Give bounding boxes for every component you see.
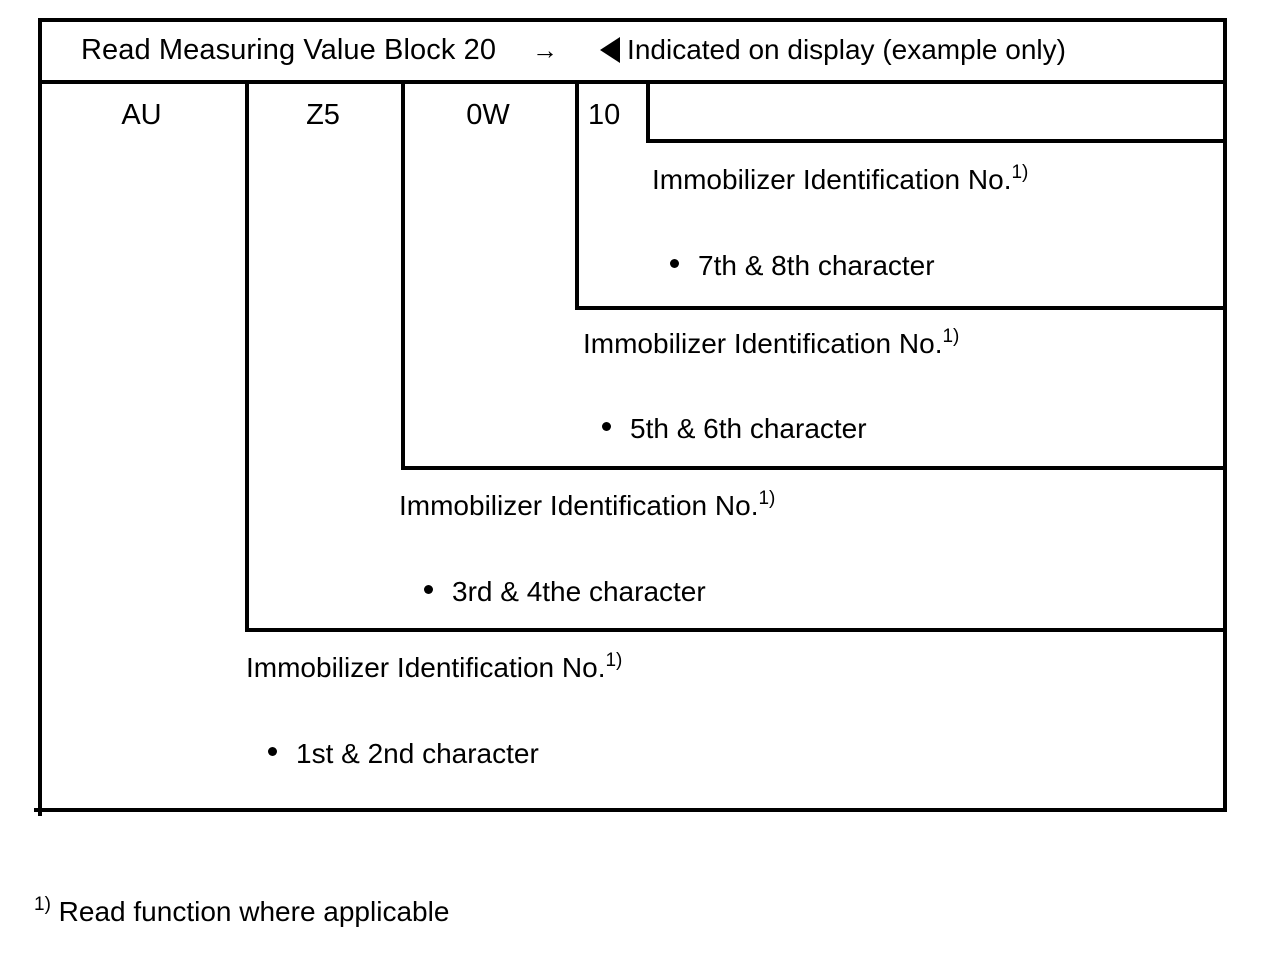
rightwards-arrow-icon: →: [532, 35, 559, 65]
block-2-bottom-border: [401, 466, 1227, 470]
block-1-footnote-marker: 1): [1011, 162, 1029, 183]
block-2-title-text: Immobilizer Identification No.: [583, 328, 943, 359]
header-row-bottom-border: [38, 80, 1227, 84]
staircase-divider-3: [575, 84, 579, 310]
outer-frame-right-edge: [1223, 18, 1227, 812]
left-pointing-triangle-icon: [600, 37, 621, 63]
bullet-dot-icon: [268, 747, 277, 756]
block-1-bullet-item: 7th & 8th character: [670, 250, 935, 282]
block-2-footnote-marker: 1): [942, 326, 960, 347]
bullet-dot-icon: [424, 585, 433, 594]
block-4-footnote-marker: 1): [605, 650, 623, 671]
staircase-divider-2: [401, 84, 405, 470]
block-1-bottom-border: [575, 306, 1227, 310]
code-cell-1: AU: [121, 98, 162, 131]
footnote-marker: 1): [34, 894, 51, 915]
block-3-footnote-marker: 1): [758, 488, 776, 509]
header-row: Read Measuring Value Block 20 → Indicate…: [38, 18, 1227, 82]
code-cell-3: 0W: [466, 98, 510, 131]
block-4-title-text: Immobilizer Identification No.: [246, 652, 606, 683]
block-4-bullet-item: 1st & 2nd character: [268, 738, 539, 770]
block-2-title: Immobilizer Identification No.1): [583, 326, 959, 360]
block-3-bullet-item: 3rd & 4the character: [424, 576, 706, 608]
block-3-title-text: Immobilizer Identification No.: [399, 490, 759, 521]
outer-frame-top-edge: [38, 18, 1227, 22]
block-2-bullet-item: 5th & 6th character: [602, 413, 867, 445]
footnote-text: Read function where applicable: [50, 896, 450, 927]
block-1-title: Immobilizer Identification No.1): [652, 162, 1028, 196]
block-3-title: Immobilizer Identification No.1): [399, 488, 775, 522]
code-cell-4: 10: [588, 98, 621, 131]
block-1-bullet-text: 7th & 8th character: [698, 250, 935, 281]
display-note-label: Indicated on display (example only): [627, 34, 1066, 65]
staircase-divider-1: [245, 84, 249, 632]
outer-frame-left-edge: [38, 18, 42, 816]
block-4-bullet-text: 1st & 2nd character: [296, 738, 539, 769]
block-1-top-border: [646, 139, 1227, 143]
bullet-dot-icon: [602, 422, 611, 431]
staircase-divider-4: [646, 84, 650, 143]
footnote: 1) Read function where applicable: [34, 894, 449, 928]
bullet-dot-icon: [670, 259, 679, 268]
block-1-title-text: Immobilizer Identification No.: [652, 164, 1012, 195]
outer-frame-bottom-edge: [34, 808, 1227, 812]
page-title: Read Measuring Value Block 20: [81, 33, 497, 66]
block-2-bullet-text: 5th & 6th character: [630, 413, 867, 444]
block-4-title: Immobilizer Identification No.1): [246, 650, 622, 684]
code-cell-2: Z5: [306, 98, 340, 131]
block-3-bullet-text: 3rd & 4the character: [452, 576, 706, 607]
block-3-bottom-border: [245, 628, 1227, 632]
